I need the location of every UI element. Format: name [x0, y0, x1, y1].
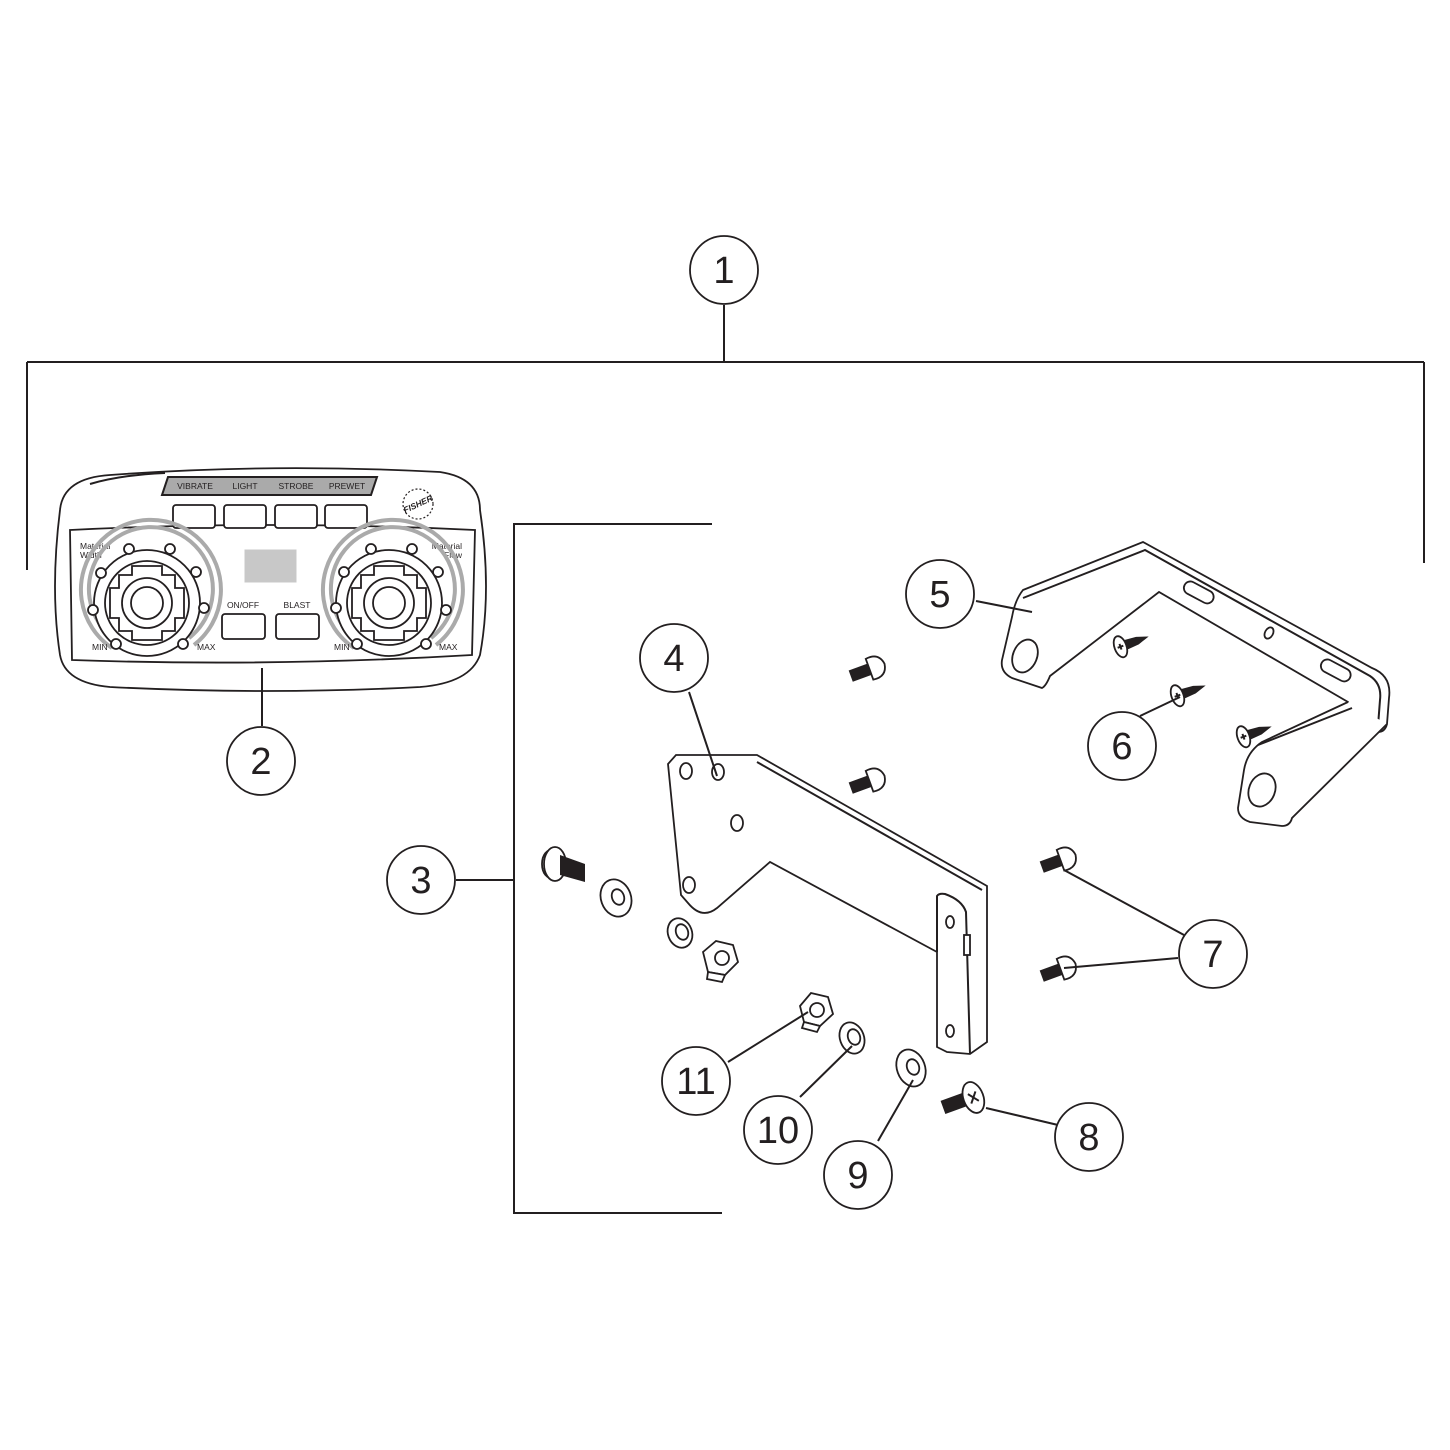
spreader-controller: VIBRATE LIGHT STROBE PREWET FISHER ON/OF…	[54, 467, 487, 726]
material-flow-dial: Material Flow MIN MAX	[320, 517, 465, 657]
svg-text:7: 7	[1202, 934, 1223, 976]
assembly-bracket-1	[26, 305, 1425, 570]
callout-4: 4	[639, 623, 709, 693]
flat-washer-9	[895, 1048, 927, 1088]
strobe-label: STROBE	[279, 481, 314, 491]
svg-text:4: 4	[663, 638, 684, 680]
vibrate-label: VIBRATE	[177, 481, 213, 491]
svg-text:1: 1	[713, 250, 734, 292]
svg-text:5: 5	[929, 574, 950, 616]
callout-10: 10	[743, 1095, 813, 1165]
pan-head-screw-8	[940, 1081, 986, 1115]
callout-1: 1	[689, 235, 759, 305]
strobe-button	[274, 504, 318, 529]
svg-text:9: 9	[847, 1155, 868, 1197]
vibrate-button	[172, 504, 216, 529]
flat-washer-left	[599, 878, 633, 918]
machine-screws-7	[848, 655, 1077, 982]
svg-text:MAX: MAX	[439, 642, 458, 652]
controller-top-edge	[89, 472, 166, 485]
lock-washer-left	[666, 917, 694, 949]
svg-text:3: 3	[410, 860, 431, 902]
carriage-bolt	[541, 846, 585, 882]
upper-mounting-bracket	[1000, 541, 1391, 827]
assembly-bracket-3	[456, 523, 722, 1214]
svg-text:10: 10	[757, 1110, 799, 1152]
callout-7: 7	[1178, 919, 1248, 989]
lower-mounting-bracket	[667, 754, 988, 1055]
lock-washer-10	[838, 1021, 866, 1055]
function-label-strip	[160, 476, 379, 496]
svg-text:11: 11	[676, 1061, 715, 1103]
light-label: LIGHT	[232, 481, 257, 491]
callout-2: 2	[226, 726, 296, 796]
prewet-button	[324, 504, 368, 529]
callout-5: 5	[905, 559, 975, 629]
blast-button	[275, 613, 320, 640]
on-off-button	[221, 613, 266, 640]
callout-9: 9	[823, 1140, 893, 1210]
svg-text:MIN: MIN	[334, 642, 350, 652]
callout-8: 8	[1054, 1102, 1124, 1172]
leader-lines	[688, 600, 1185, 1142]
light-button	[223, 504, 267, 529]
svg-text:8: 8	[1078, 1117, 1099, 1159]
hex-nut-left	[701, 940, 740, 984]
hex-nut-11	[799, 991, 835, 1034]
svg-text:MIN: MIN	[92, 642, 108, 652]
callout-11: 11	[661, 1046, 731, 1116]
blast-label: BLAST	[284, 600, 311, 610]
callout-6: 6	[1087, 711, 1157, 781]
callout-3: 3	[386, 845, 456, 915]
svg-text:MAX: MAX	[197, 642, 216, 652]
prewet-label: PREWET	[329, 481, 365, 491]
self-tapping-screws-6	[1112, 635, 1272, 749]
digital-display	[244, 549, 297, 583]
material-width-dial: Material Width MIN MAX	[78, 517, 223, 657]
on-off-label: ON/OFF	[227, 600, 259, 610]
svg-text:6: 6	[1111, 726, 1132, 768]
svg-text:2: 2	[250, 741, 271, 783]
